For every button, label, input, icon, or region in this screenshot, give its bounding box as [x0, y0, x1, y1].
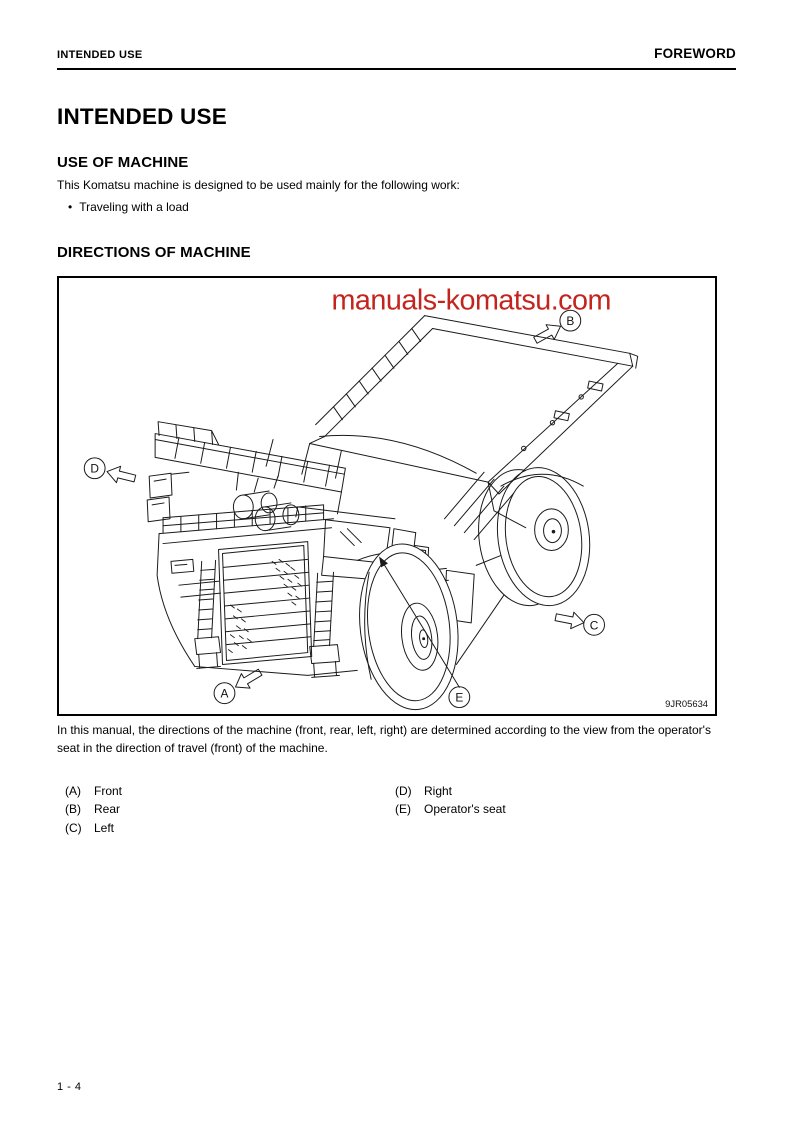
watermark-text: manuals-komatsu.com [331, 284, 610, 316]
direction-arrow-b [533, 323, 562, 344]
directions-legend: (A) Front (B) Rear (C) Left (D) Right (E… [57, 782, 736, 838]
legend-value: Right [424, 783, 453, 798]
legend-value: Left [94, 820, 115, 835]
direction-label-a: A [221, 686, 229, 700]
heading-directions-of-machine: DIRECTIONS OF MACHINE [57, 243, 251, 261]
direction-label-d: D [90, 461, 99, 475]
legend-key: (E) [395, 802, 411, 816]
page-number: 1 - 4 [57, 1081, 82, 1093]
bullet-traveling-with-load: Traveling with a load [57, 198, 736, 216]
legend-key: (D) [395, 783, 412, 798]
use-of-machine-intro: This Komatsu machine is designed to be u… [57, 178, 460, 192]
direction-label-c: C [590, 618, 599, 632]
legend-value: Rear [94, 802, 121, 816]
page-header: INTENDED USE FOREWORD [57, 0, 736, 70]
page-title: INTENDED USE [57, 104, 227, 129]
legend-value: Front [94, 783, 123, 798]
legend-key: (C) [65, 820, 82, 835]
directions-figure: manuals-komatsu.com [57, 275, 717, 716]
header-chapter-label: FOREWORD [654, 46, 736, 61]
figure-code: 9JR05634 [665, 698, 708, 709]
directions-body-text: In this manual, the directions of the ma… [57, 722, 711, 756]
bullet-text: Traveling with a load [79, 199, 189, 214]
direction-arrow-c [554, 611, 585, 629]
legend-value: Operator's seat [424, 802, 506, 816]
legend-item-b: (B) Rear [65, 800, 395, 819]
legend-item-c: (C) Left [65, 819, 395, 838]
heading-use-of-machine: USE OF MACHINE [57, 154, 189, 171]
legend-key: (A) [65, 783, 81, 798]
truck-illustration: manuals-komatsu.com [83, 284, 708, 710]
direction-arrow-d [106, 465, 137, 483]
legend-key: (B) [65, 802, 81, 816]
direction-arrow-a [235, 668, 263, 689]
direction-label-e: E [455, 690, 463, 704]
manual-page: INTENDED USE FOREWORD INTENDED USE USE O… [0, 0, 793, 837]
legend-item-e: (E) Operator's seat [395, 800, 506, 819]
direction-label-b: B [566, 314, 574, 328]
legend-item-a: (A) Front [65, 782, 395, 801]
legend-item-d: (D) Right [395, 782, 506, 801]
header-section-label: INTENDED USE [57, 49, 143, 61]
